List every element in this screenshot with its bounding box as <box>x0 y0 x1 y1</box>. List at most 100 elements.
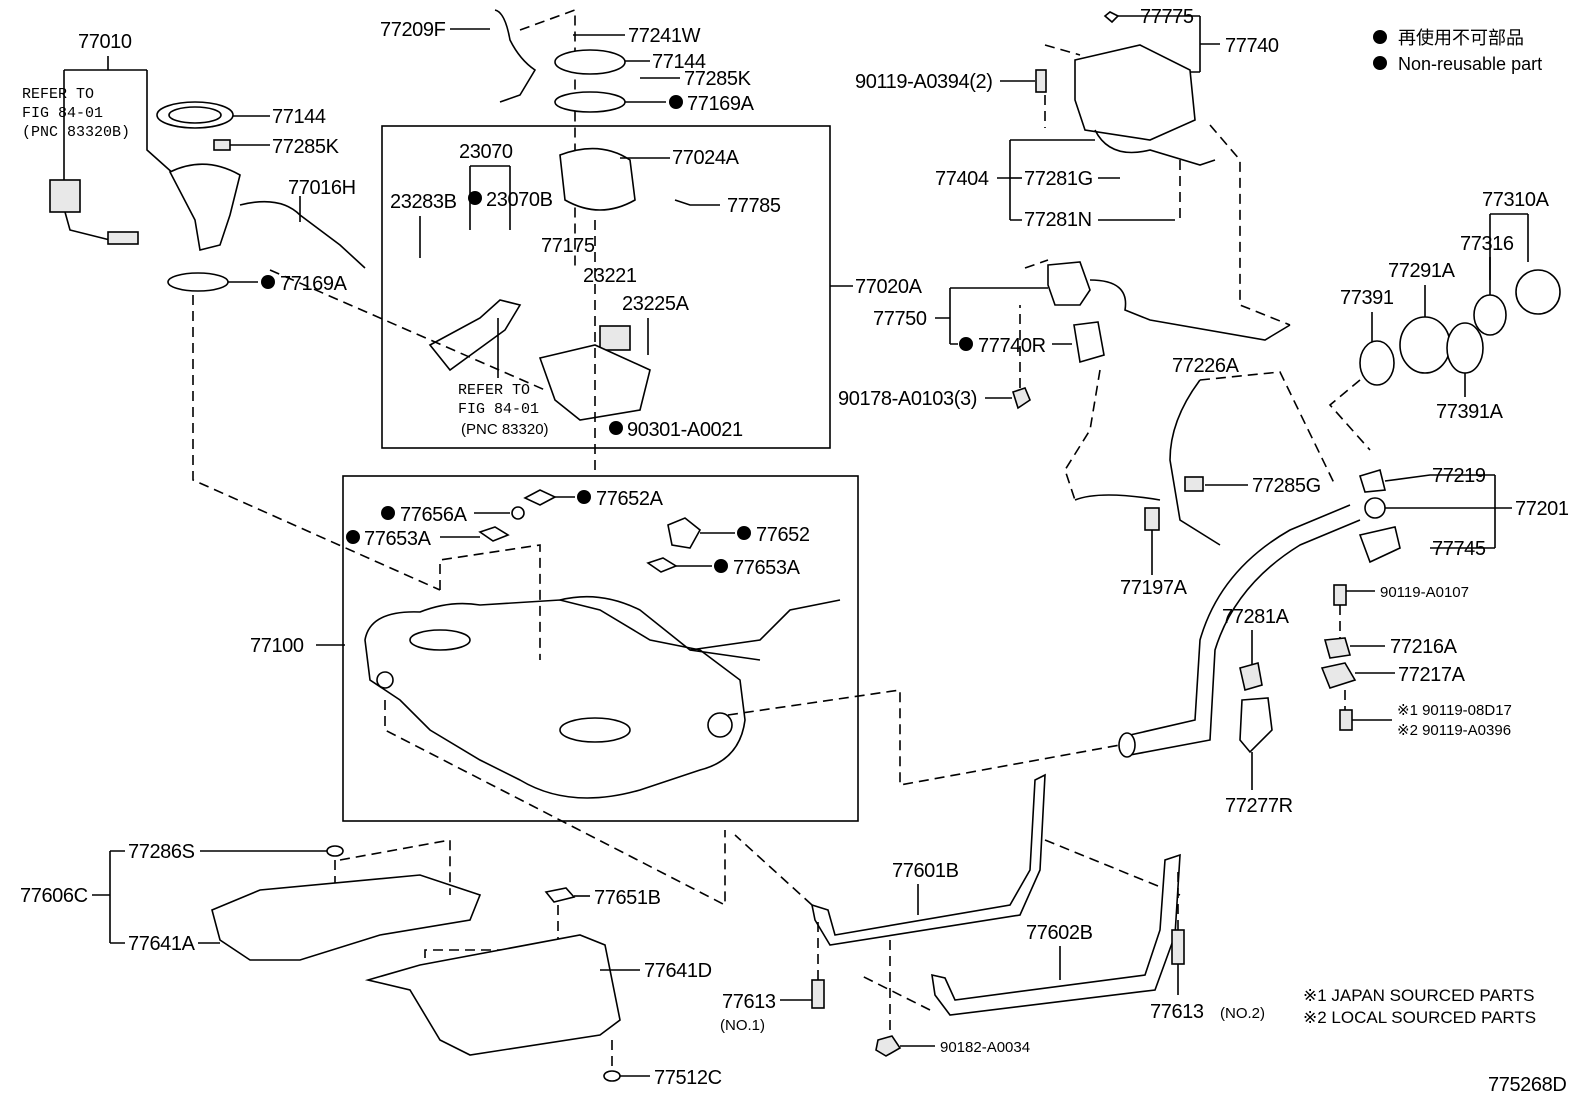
fuel-tank-box <box>342 475 859 822</box>
clamp-77285G-part <box>1184 476 1204 492</box>
part-label-77613-2: 77613 <box>1150 1001 1204 1023</box>
sender-arm <box>64 211 111 241</box>
part-label-77175: 77175 <box>541 235 595 257</box>
hose-77226A <box>1169 379 1221 546</box>
non-reusable-dot-icon <box>577 490 591 504</box>
part-label-77613-1-sub: (NO.1) <box>720 1017 765 1034</box>
gasket-77169A-top <box>554 91 626 113</box>
collar-part <box>1364 497 1386 519</box>
bracket-77217A-part <box>1320 662 1357 689</box>
leader-77404 <box>997 139 1095 221</box>
non-reusable-dot-icon <box>959 337 973 351</box>
part-label-77404: 77404 <box>935 168 989 190</box>
dash-band-1 <box>734 834 1181 906</box>
dash-protector-D <box>424 905 559 975</box>
dash-line-tank-1 <box>439 544 541 660</box>
tank-tube-2 <box>689 599 841 651</box>
footnotes: ※1 JAPAN SOURCED PARTS ※2 LOCAL SOURCED … <box>1303 986 1567 1096</box>
part-label-77391A: 77391A <box>1436 401 1504 423</box>
band-77602B-part <box>931 853 1181 1016</box>
hose-77750 <box>1089 279 1291 341</box>
part-label-77281G: 77281G <box>1024 168 1093 190</box>
figure-id: 775268D <box>1488 1074 1566 1096</box>
canister-part <box>1074 44 1196 141</box>
pump-23221-part <box>599 325 631 351</box>
part-label-77020A: 77020A <box>855 276 923 298</box>
part-label-77606C: 77606C <box>20 885 88 907</box>
bolt-77613-2-part <box>1171 929 1185 965</box>
cap-77656A-part <box>511 506 525 520</box>
non-reusable-dot-icon <box>381 506 395 520</box>
part-label-77217A: 77217A <box>1398 664 1466 686</box>
part-label-77613-2-sub: (NO.2) <box>1220 1005 1265 1022</box>
part-label-77219: 77219 <box>1432 465 1486 487</box>
part-label-77216A: 77216A <box>1390 636 1458 658</box>
nut-90178-part <box>1012 387 1031 410</box>
protector-77641D-part <box>364 934 621 1056</box>
part-label-90119-A0396: ※2 90119-A0396 <box>1397 722 1511 739</box>
gasket-77391-part <box>1359 340 1395 386</box>
bracket-77216A-part <box>1323 637 1352 659</box>
protector-group: 77286S 77606C 77641A 77651B 77641D 77512… <box>20 839 722 1089</box>
part-label-77641D: 77641D <box>644 960 712 982</box>
pad-77652A-part <box>523 489 557 506</box>
filler-cap-group: 77310A 77316 77291A 77391 77391A 77219 7… <box>1118 189 1569 817</box>
part-label-77201: 77201 <box>1515 498 1569 520</box>
part-label-77656A: 77656A <box>400 504 468 526</box>
tank-port-2 <box>559 717 631 743</box>
tank-mount-1 <box>376 671 394 689</box>
non-reusable-dot-icon <box>468 191 482 205</box>
part-label-23221: 23221 <box>583 265 637 287</box>
housing-77291A-part <box>1399 316 1451 374</box>
valve-77750-part <box>1047 261 1091 306</box>
nut-90182-part <box>875 1035 902 1057</box>
band-77601B-part <box>810 773 1046 946</box>
part-label-77286S: 77286S <box>128 841 195 863</box>
clip-77286S-part <box>326 845 344 857</box>
cap-77024A-part <box>559 147 636 211</box>
part-label-77197A: 77197A <box>1120 577 1188 599</box>
refer-note-2c: (PNC 83320) <box>461 421 549 438</box>
non-reusable-dot-icon <box>714 559 728 573</box>
sender-arm-part <box>428 299 522 372</box>
tank-band-group: 77601B 77602B 77613 (NO.1) 77613 (NO.2) … <box>720 773 1265 1057</box>
part-label-77277R: 77277R <box>1225 795 1293 817</box>
dash-line-tank-bottom <box>384 700 726 907</box>
pad-77653A-left-part <box>478 526 510 542</box>
hose-lower <box>1074 494 1161 501</box>
part-label-77241W: 77241W <box>628 25 701 47</box>
part-label-77652: 77652 <box>756 524 810 546</box>
part-label-77226A: 77226A <box>1172 355 1240 377</box>
part-label-77010: 77010 <box>78 31 132 53</box>
clip-77775-part <box>1103 11 1120 24</box>
part-label-23070B: 23070B <box>486 189 553 211</box>
filler-pipe-b <box>1129 519 1361 756</box>
bracket-77277R-part <box>1239 697 1273 754</box>
non-reusable-dot-icon <box>669 95 683 109</box>
refer-note-1b: FIG 84-01 <box>22 105 103 122</box>
refer-note-1c: (PNC 83320B) <box>22 124 130 141</box>
dash-line-top <box>519 8 576 270</box>
vent-valve-group: 77750 77740R 90178-A0103(3) 77226A 77285… <box>838 259 1336 599</box>
part-label-77740: 77740 <box>1225 35 1279 57</box>
part-label-77285K-left: 77285K <box>272 136 340 158</box>
top-middle-group: 77209F 77241W 77144 77285K 77169A <box>380 8 755 270</box>
leader-77785 <box>674 199 720 206</box>
dash-line-left-gasket <box>192 295 441 591</box>
part-label-77144-top: 77144 <box>652 51 706 73</box>
part-label-90119-A0394: 90119-A0394(2) <box>855 71 992 93</box>
footnote-2: ※2 LOCAL SOURCED PARTS <box>1303 1008 1536 1027</box>
part-label-77775: 77775 <box>1140 6 1194 28</box>
protector-77641A-part <box>211 874 482 961</box>
part-label-77651B: 77651B <box>594 887 661 909</box>
leader-77750 <box>935 287 1048 345</box>
part-label-77745: 77745 <box>1432 538 1486 560</box>
valve-77740R-part <box>1073 321 1105 364</box>
dash-canister <box>1044 44 1081 128</box>
bolt-90119-A0107-part <box>1333 584 1347 606</box>
bracket-77219-part <box>1358 468 1387 493</box>
part-label-77144-left: 77144 <box>272 106 326 128</box>
filler-pipe-a <box>1129 504 1351 736</box>
footnote-1: ※1 JAPAN SOURCED PARTS <box>1303 986 1535 1005</box>
